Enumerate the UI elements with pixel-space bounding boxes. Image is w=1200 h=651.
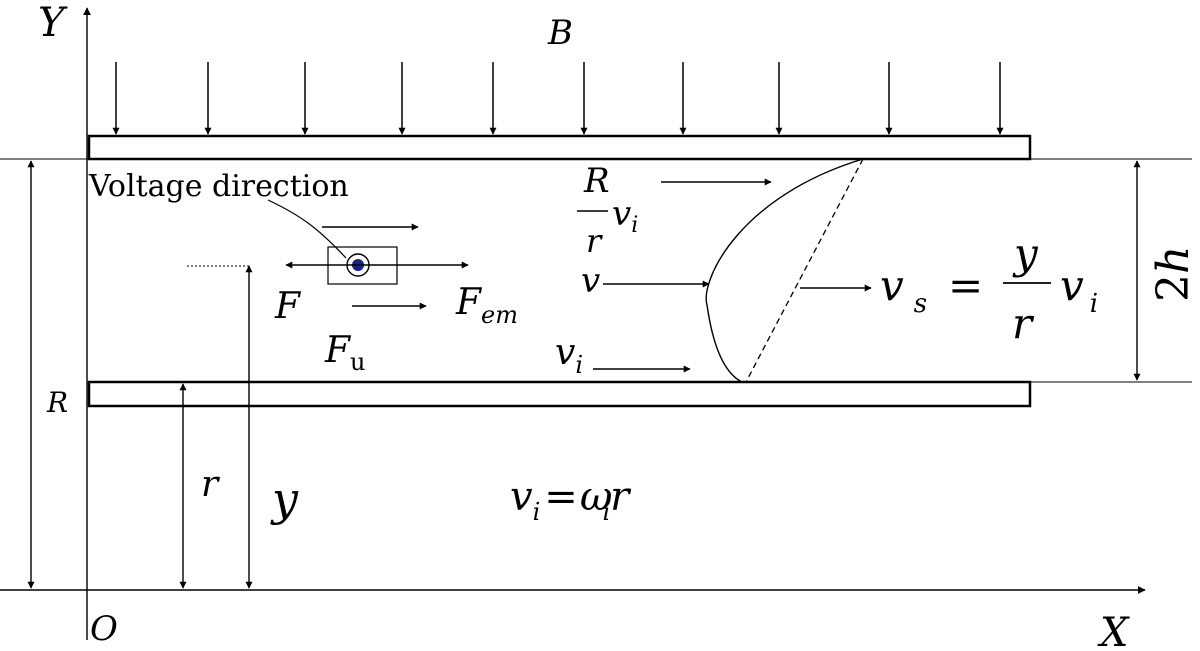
- svg-text:vi: vi: [1060, 261, 1098, 319]
- svg-text:=: =: [948, 261, 983, 310]
- force-fem-label: Fem: [455, 282, 518, 329]
- svg-text:R: R: [583, 161, 610, 201]
- voltage-direction-label: Voltage direction: [88, 169, 349, 204]
- y-axis-label: Y: [38, 0, 68, 46]
- voltage-leader-line: [267, 199, 347, 259]
- gap-label: 2h: [1148, 246, 1199, 302]
- outer-radius-label: R: [46, 386, 68, 419]
- svg-text:vs: vs: [880, 261, 927, 319]
- wall-vi-label: vi: [555, 332, 583, 379]
- svg-text:y: y: [1012, 229, 1039, 278]
- force-fu-label: Fu: [324, 330, 365, 376]
- coord-y-label: y: [270, 472, 299, 526]
- profile-v-label: v: [581, 261, 600, 301]
- linear-profile-dashed: [745, 158, 864, 383]
- svg-text:r: r: [586, 222, 603, 260]
- angular-velocity-equation: vi=ωir: [510, 474, 632, 526]
- svg-text:vi: vi: [612, 194, 638, 238]
- origin-label: O: [90, 609, 118, 649]
- bottom-plate: [87, 380, 1032, 408]
- velocity-profile-curve: [705, 158, 864, 383]
- field-arrows: [112, 62, 1004, 135]
- top-plate: [87, 134, 1032, 161]
- ratio-fraction: R r vi: [577, 161, 638, 260]
- inner-radius-label: r: [201, 464, 220, 505]
- force-f-label: F: [274, 286, 302, 327]
- svg-text:r: r: [1012, 299, 1035, 348]
- magnetic-field-label: B: [547, 13, 573, 53]
- x-axis-label: X: [1097, 610, 1130, 651]
